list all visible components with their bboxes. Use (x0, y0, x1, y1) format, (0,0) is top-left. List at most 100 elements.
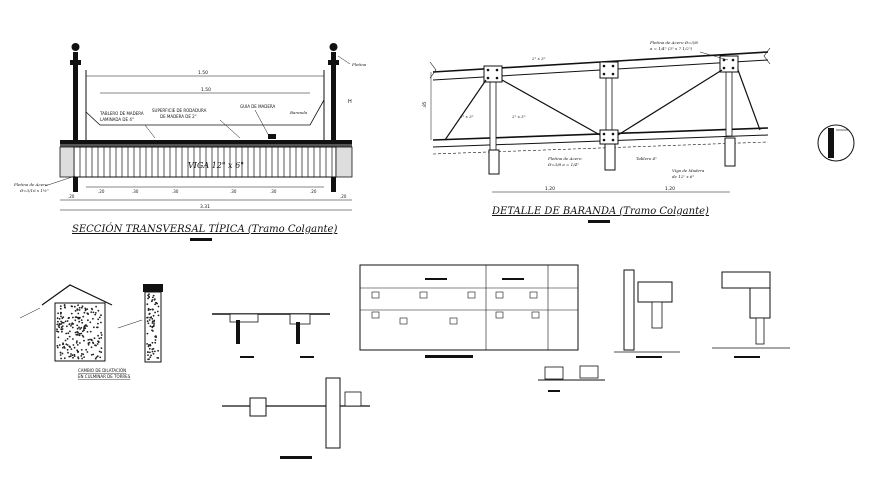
dim-height: .85 (422, 101, 427, 108)
gravel-dot (151, 341, 154, 344)
leader-plate (337, 55, 351, 65)
gravel-dot (57, 325, 60, 327)
gravel-dot (57, 320, 59, 323)
gravel-dot (86, 331, 89, 333)
label-timber-1: Viga de Madera (672, 168, 705, 173)
table-header-bar-left (425, 278, 447, 280)
gravel-dot (147, 354, 149, 356)
table-scale (425, 355, 473, 358)
gravel-dot (65, 332, 68, 335)
bolt-dot (602, 72, 606, 76)
gravel-dot (59, 311, 62, 314)
gravel-dot (153, 322, 155, 324)
gravel-dot (151, 350, 154, 353)
label-bottom-plate-2: Ø=3/8 a = 1/4" (547, 162, 579, 167)
gravel-dot (157, 305, 160, 308)
gravel-dot (68, 345, 71, 348)
gravel-dot (151, 325, 154, 328)
gravel-dot (58, 344, 61, 346)
gravel-dot (60, 326, 63, 329)
gravel-dot (87, 313, 89, 315)
section-title: SECCIÓN TRANSVERSAL TÍPICA (Tramo Colgan… (72, 223, 337, 235)
table-cell-box (399, 317, 408, 325)
gravel-dot (154, 303, 157, 306)
gravel-dot (152, 347, 155, 350)
section-transversal: VIGA 12" x 6" 1.50 1.50 SUPERFICIE DE RO… (13, 43, 367, 241)
gravel-dot (63, 357, 66, 360)
gravel-dot (75, 341, 78, 344)
gravel-dot (149, 325, 152, 328)
dim-bottom-b: .20 (340, 194, 347, 199)
gravel-dot (152, 314, 155, 317)
conn2-column (325, 377, 341, 449)
gravel-dot (153, 319, 156, 322)
gravel-dot (74, 319, 77, 322)
gravel-dot (76, 333, 79, 336)
gravel-dot (74, 310, 77, 312)
bolt-dot (611, 132, 615, 136)
handrail-curve (85, 99, 325, 126)
dim-bottom-total: 3.31 (200, 204, 210, 210)
dim-span-left: 1.20 (545, 186, 555, 192)
gravel-dot (61, 352, 64, 355)
gravel-dot (80, 353, 83, 355)
gravel-dot (63, 306, 66, 308)
main-beam (73, 146, 337, 178)
gravel-dot (84, 327, 87, 330)
gravel-dot (57, 312, 59, 315)
bolt-dot (602, 132, 606, 136)
gravel-dot (71, 322, 74, 324)
column-cap (143, 284, 163, 292)
right-break (763, 47, 771, 65)
gravel-dot (147, 307, 150, 310)
gravel-dot (100, 351, 103, 354)
gravel-dot (80, 319, 83, 321)
sub-dim-5: .20 (310, 189, 317, 194)
plate-bolts (486, 58, 735, 142)
table-cell-box (371, 291, 380, 299)
gravel-dot (100, 314, 102, 317)
gravel-dot (154, 311, 157, 314)
gravel-dot (76, 349, 79, 352)
tower-left-post (623, 269, 635, 351)
gravel-dot (72, 316, 74, 319)
gravel-dot (64, 320, 67, 323)
table-header-bar-right (502, 278, 524, 280)
gravel-dot (96, 343, 99, 345)
column-hatch (146, 293, 160, 361)
gravel-dot (67, 332, 70, 335)
footing-mid (604, 143, 616, 171)
gravel-dot (67, 351, 69, 354)
gravel-dot (74, 305, 76, 308)
expansion-title-1: CAMBIO DE DILATACIÓN (78, 368, 126, 373)
gravel-dot (87, 319, 89, 322)
right-post-clamp (328, 60, 339, 65)
gravel-dot (79, 342, 81, 344)
gravel-dot (146, 316, 149, 319)
gravel-dot (151, 322, 154, 324)
gravel-dot (90, 354, 93, 356)
label-bottom-plate-1: Pletina de Acero (547, 156, 582, 161)
gravel-dot (82, 315, 85, 318)
gravel-dot (78, 326, 80, 329)
gravel-dot (98, 350, 101, 353)
gravel-dot (100, 321, 102, 324)
gravel-dot (61, 325, 64, 327)
gravel-dot (66, 338, 69, 340)
bolt-dot (602, 138, 606, 142)
gravel-dot (154, 335, 157, 338)
table-cells (371, 291, 540, 325)
gravel-dot (92, 311, 95, 314)
table-cell-box (495, 291, 504, 299)
gravel-dot (94, 357, 97, 360)
gravel-dot (60, 320, 62, 323)
gravel-dot (90, 346, 93, 349)
sub-dim-2: .30 (172, 189, 179, 194)
gravel-dot (62, 316, 65, 318)
gravel-dot (92, 317, 94, 320)
gravel-dot (59, 305, 62, 307)
gravel-dot (71, 354, 74, 357)
footing-left (488, 149, 500, 175)
label-diag-right: 2" x 3" (511, 114, 526, 119)
